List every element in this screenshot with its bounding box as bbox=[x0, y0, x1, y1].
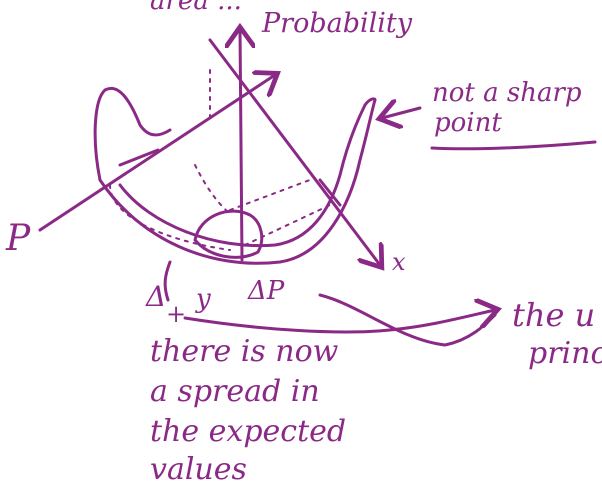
connector-arrow bbox=[185, 310, 495, 332]
note-line-3: the expected bbox=[150, 414, 346, 449]
probability-label: Probability bbox=[262, 8, 412, 39]
y-label: y bbox=[196, 284, 211, 314]
plus-label: + bbox=[166, 300, 186, 328]
not-sharp-label: not a sharp bbox=[432, 78, 582, 108]
top-cut-label: area ... bbox=[150, 0, 242, 16]
point-label: point bbox=[434, 108, 502, 138]
not-sharp-arrow bbox=[382, 108, 420, 118]
x-axis-label: x bbox=[392, 248, 406, 276]
delta-y-label: Δ bbox=[146, 280, 166, 313]
delta-p-label: ΔP bbox=[248, 276, 284, 306]
delta-p-connector bbox=[320, 295, 495, 345]
p-axis-label: P bbox=[6, 218, 30, 259]
inner-valley-curve bbox=[120, 99, 375, 246]
right-top-label: the u bbox=[512, 296, 595, 334]
note-line-4: values bbox=[150, 452, 247, 487]
point-underline bbox=[432, 142, 595, 149]
note-line-2: a spread in bbox=[150, 374, 320, 409]
dotted-guide-2 bbox=[195, 165, 228, 212]
right-bottom-label: princ bbox=[528, 336, 602, 371]
note-line-1: there is now bbox=[150, 334, 338, 369]
x-axis-line bbox=[210, 40, 380, 265]
left-lobe-curve bbox=[95, 88, 170, 180]
probability-axis-line bbox=[240, 30, 242, 260]
